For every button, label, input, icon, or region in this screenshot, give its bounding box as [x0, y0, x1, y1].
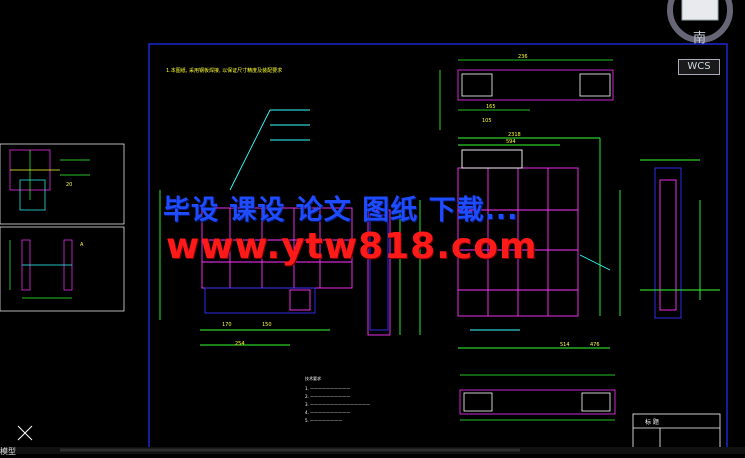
svg-text:594: 594	[506, 139, 516, 145]
bottom-view	[459, 374, 616, 421]
middle-section-view	[367, 200, 421, 336]
viewcube[interactable]	[667, 0, 733, 43]
notes-title: 技术要求	[305, 375, 321, 381]
svg-text:170: 170	[222, 322, 232, 328]
left-detail-view-1: 20	[0, 143, 125, 225]
svg-text:165: 165	[486, 104, 496, 110]
wcs-menu-button[interactable]: WCS	[678, 59, 720, 75]
svg-text:2. ——————————: 2. ——————————	[305, 394, 350, 399]
svg-text:3. ———————————————: 3. ———————————————	[305, 402, 370, 407]
watermark-url: www.ytw818.com	[166, 226, 538, 267]
svg-text:A: A	[80, 242, 84, 248]
svg-text:236: 236	[518, 54, 528, 60]
left-detail-view-2: A	[0, 226, 125, 312]
title-block: 标 题	[632, 413, 721, 449]
technical-notes: 技术要求 1. —————————— 2. —————————— 3. ————…	[305, 375, 370, 423]
watermark-text-cn: 毕设 课设 论文 图纸 下载...	[163, 195, 519, 226]
layout-tab-model[interactable]: 模型	[0, 447, 16, 456]
title-block-label: 标 题	[645, 418, 659, 426]
side-view	[640, 159, 720, 319]
svg-text:2318: 2318	[508, 132, 521, 138]
drawing-header-note: 1.本图纸, 采用钢板焊接, 以保证尺寸精度及装配要求	[166, 67, 282, 74]
svg-text:476: 476	[590, 342, 600, 348]
right-front-view: 2318 594 514 476	[457, 132, 621, 349]
svg-text:5. ————————: 5. ————————	[305, 418, 342, 423]
svg-text:105: 105	[482, 118, 492, 124]
top-view: 236 165 105	[439, 54, 614, 130]
ucs-icon	[17, 425, 33, 441]
svg-text:4. ——————————: 4. ——————————	[305, 410, 350, 415]
main-front-view: 254 170 150	[159, 109, 353, 347]
svg-text:514: 514	[560, 342, 570, 348]
svg-text:254: 254	[235, 341, 245, 347]
svg-text:1. ——————————: 1. ——————————	[305, 386, 350, 391]
viewcube-top-face	[681, 0, 719, 21]
compass-south-label: 南	[693, 31, 707, 46]
svg-text:20: 20	[66, 182, 72, 188]
svg-text:150: 150	[262, 322, 272, 328]
